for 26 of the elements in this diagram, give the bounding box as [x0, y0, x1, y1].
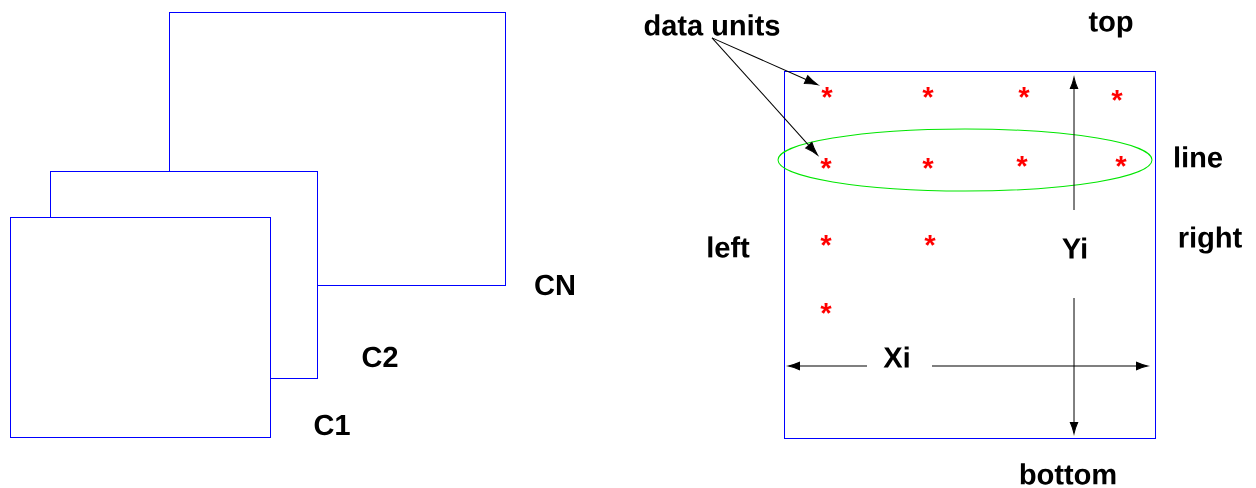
asterisk: * [1018, 87, 1030, 98]
callout-text: data units [644, 14, 780, 36]
side-label: Yi [1062, 237, 1087, 259]
shape-label: line [1175, 146, 1222, 168]
asterisk: * [821, 87, 833, 98]
side-label: Xi [883, 346, 909, 368]
side-label: left [708, 236, 750, 258]
asterisk: * [922, 87, 934, 98]
frame [784, 71, 1156, 439]
asterisk: * [820, 158, 832, 169]
leader-arrow [711, 37, 819, 86]
asterisk: * [1111, 90, 1123, 101]
asterisk: * [820, 303, 832, 314]
asterisk: * [1115, 156, 1127, 167]
side-label: right [1179, 226, 1242, 254]
side-label: top [1088, 12, 1133, 38]
side-label: bottom [1020, 463, 1116, 485]
shape-label: C2 [362, 346, 398, 368]
rectangle [10, 217, 271, 438]
shape-label: C1 [314, 414, 350, 436]
asterisk: * [820, 235, 832, 246]
asterisk: * [924, 235, 936, 246]
asterisk: * [1016, 156, 1028, 167]
asterisk: * [922, 158, 934, 169]
shape-label: CN [535, 274, 574, 296]
leader-arrow [711, 37, 818, 156]
